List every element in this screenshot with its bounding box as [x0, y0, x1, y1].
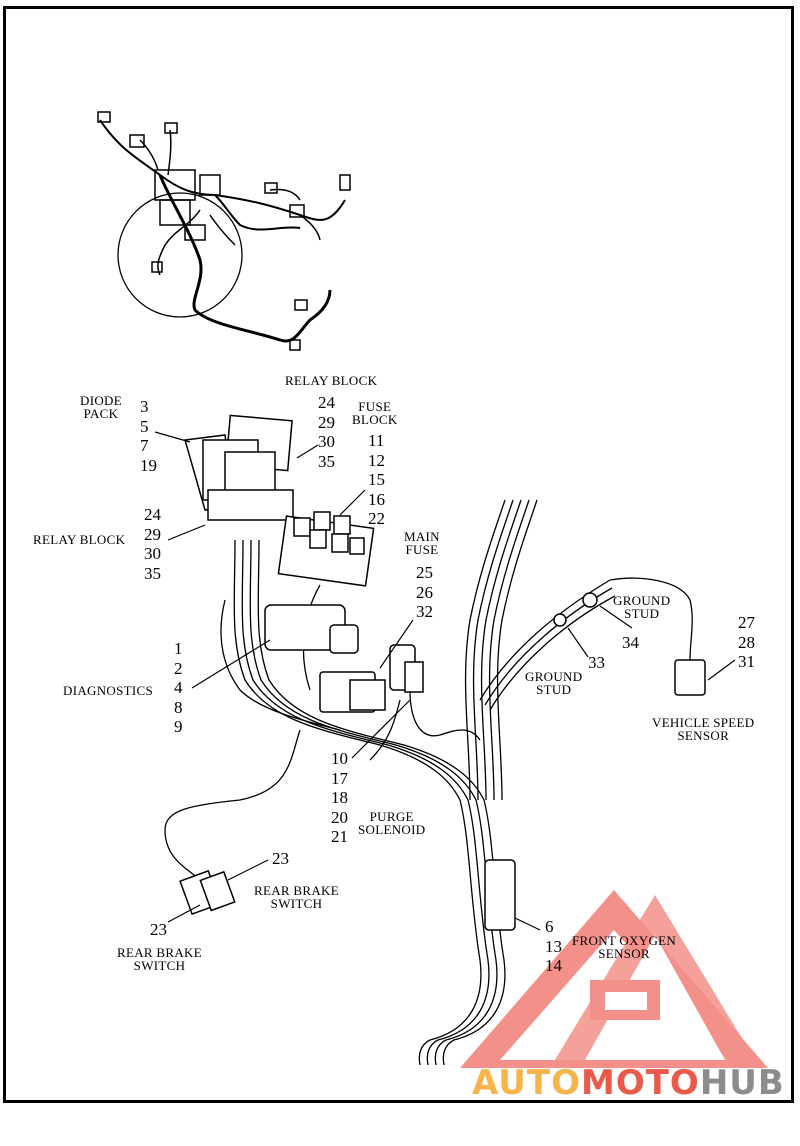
- watermark-brand: AUTOMOTOHUB: [472, 1063, 785, 1103]
- fuse-block-label: FUSE BLOCK: [352, 399, 398, 427]
- relay-block-left-label: RELAY BLOCK: [33, 532, 126, 547]
- harness-overview: [97, 111, 351, 351]
- diagnostics-label: DIAGNOSTICS: [63, 683, 153, 698]
- watermark-logo-icon: [460, 890, 768, 1068]
- main-harness: [164, 499, 693, 1066]
- front-oxygen-sensor-label: FRONT OXYGEN SENSOR: [572, 933, 677, 961]
- rear-brake-upper-label: REAR BRAKE SWITCH: [254, 883, 339, 911]
- diagram-border: [3, 6, 794, 1103]
- ground-stud-lower-label: GROUND STUD: [525, 669, 583, 697]
- vehicle-speed-sensor-label: VEHICLE SPEED SENSOR: [652, 715, 755, 743]
- connectors: [179, 592, 706, 931]
- ground-stud-lower-number: 33: [588, 653, 605, 672]
- purge-solenoid-label: PURGE SOLENOID: [358, 809, 426, 837]
- relay-block-top-label: RELAY BLOCK: [285, 373, 378, 388]
- ground-stud-upper-label: GROUND STUD: [613, 593, 671, 621]
- diode-pack-label: DIODE PACK: [80, 393, 122, 421]
- ground-stud-upper-number: 34: [622, 633, 639, 652]
- rear-brake-lower-label: REAR BRAKE SWITCH: [117, 945, 202, 973]
- leader-lines: [154, 431, 736, 931]
- rear-brake-upper-number: 23: [272, 849, 289, 868]
- main-fuse-label: MAIN FUSE: [404, 529, 440, 557]
- relay-fuse-cluster: [184, 414, 375, 587]
- rear-brake-lower-number: 23: [150, 920, 167, 939]
